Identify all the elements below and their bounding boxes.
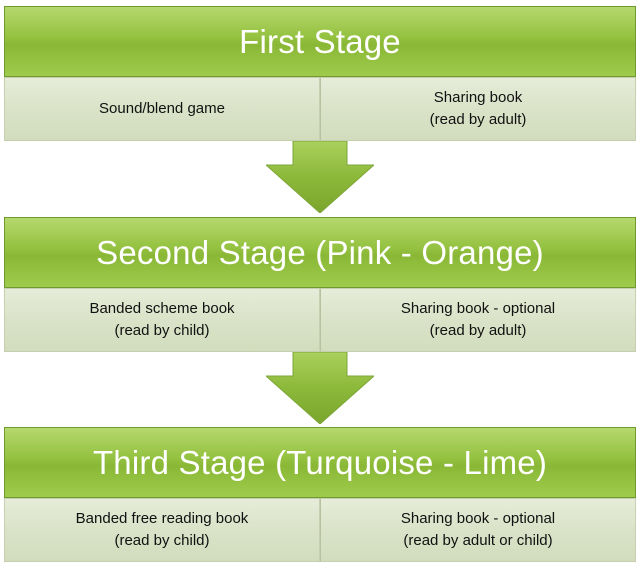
stage-2-right-cell: Sharing book - optional (read by adult) [320, 288, 636, 352]
stage-3-left-line1: Banded free reading book [75, 510, 249, 527]
stage-3-right-line1: Sharing book - optional [400, 510, 556, 527]
stage-3-title: Third Stage (Turquoise - Lime) [4, 427, 636, 498]
stage-2-body: Banded scheme book (read by child) Shari… [4, 288, 636, 352]
stage-1-title: First Stage [4, 6, 636, 77]
stage-1-right-cell: Sharing book (read by adult) [320, 77, 636, 141]
stage-3-right-line2: (read by adult or child) [403, 532, 553, 549]
stage-2-right-line2: (read by adult) [429, 322, 527, 339]
stage-3: Third Stage (Turquoise - Lime) Banded fr… [4, 427, 636, 562]
stage-2-title: Second Stage (Pink - Orange) [4, 217, 636, 288]
stage-2-left-line1: Banded scheme book [89, 300, 235, 317]
stage-1-left-line1: Sound/blend game [99, 100, 225, 117]
stage-1-right-line2: (read by adult) [429, 111, 527, 128]
stage-2-left-cell: Banded scheme book (read by child) [4, 288, 320, 352]
stage-1-right-line1: Sharing book [433, 89, 523, 106]
stage-1-left-cell: Sound/blend game [4, 77, 320, 141]
down-arrow-icon [266, 141, 374, 213]
stage-3-left-line2: (read by child) [114, 532, 210, 549]
stage-1-body: Sound/blend game Sharing book (read by a… [4, 77, 636, 141]
stage-2-left-line2: (read by child) [114, 322, 210, 339]
stage-2: Second Stage (Pink - Orange) Banded sche… [4, 217, 636, 352]
stage-3-right-cell: Sharing book - optional (read by adult o… [320, 498, 636, 562]
stage-3-left-cell: Banded free reading book (read by child) [4, 498, 320, 562]
stage-3-body: Banded free reading book (read by child)… [4, 498, 636, 562]
stage-1: First Stage Sound/blend game Sharing boo… [4, 6, 636, 141]
down-arrow-icon [266, 352, 374, 424]
stage-2-right-line1: Sharing book - optional [400, 300, 556, 317]
